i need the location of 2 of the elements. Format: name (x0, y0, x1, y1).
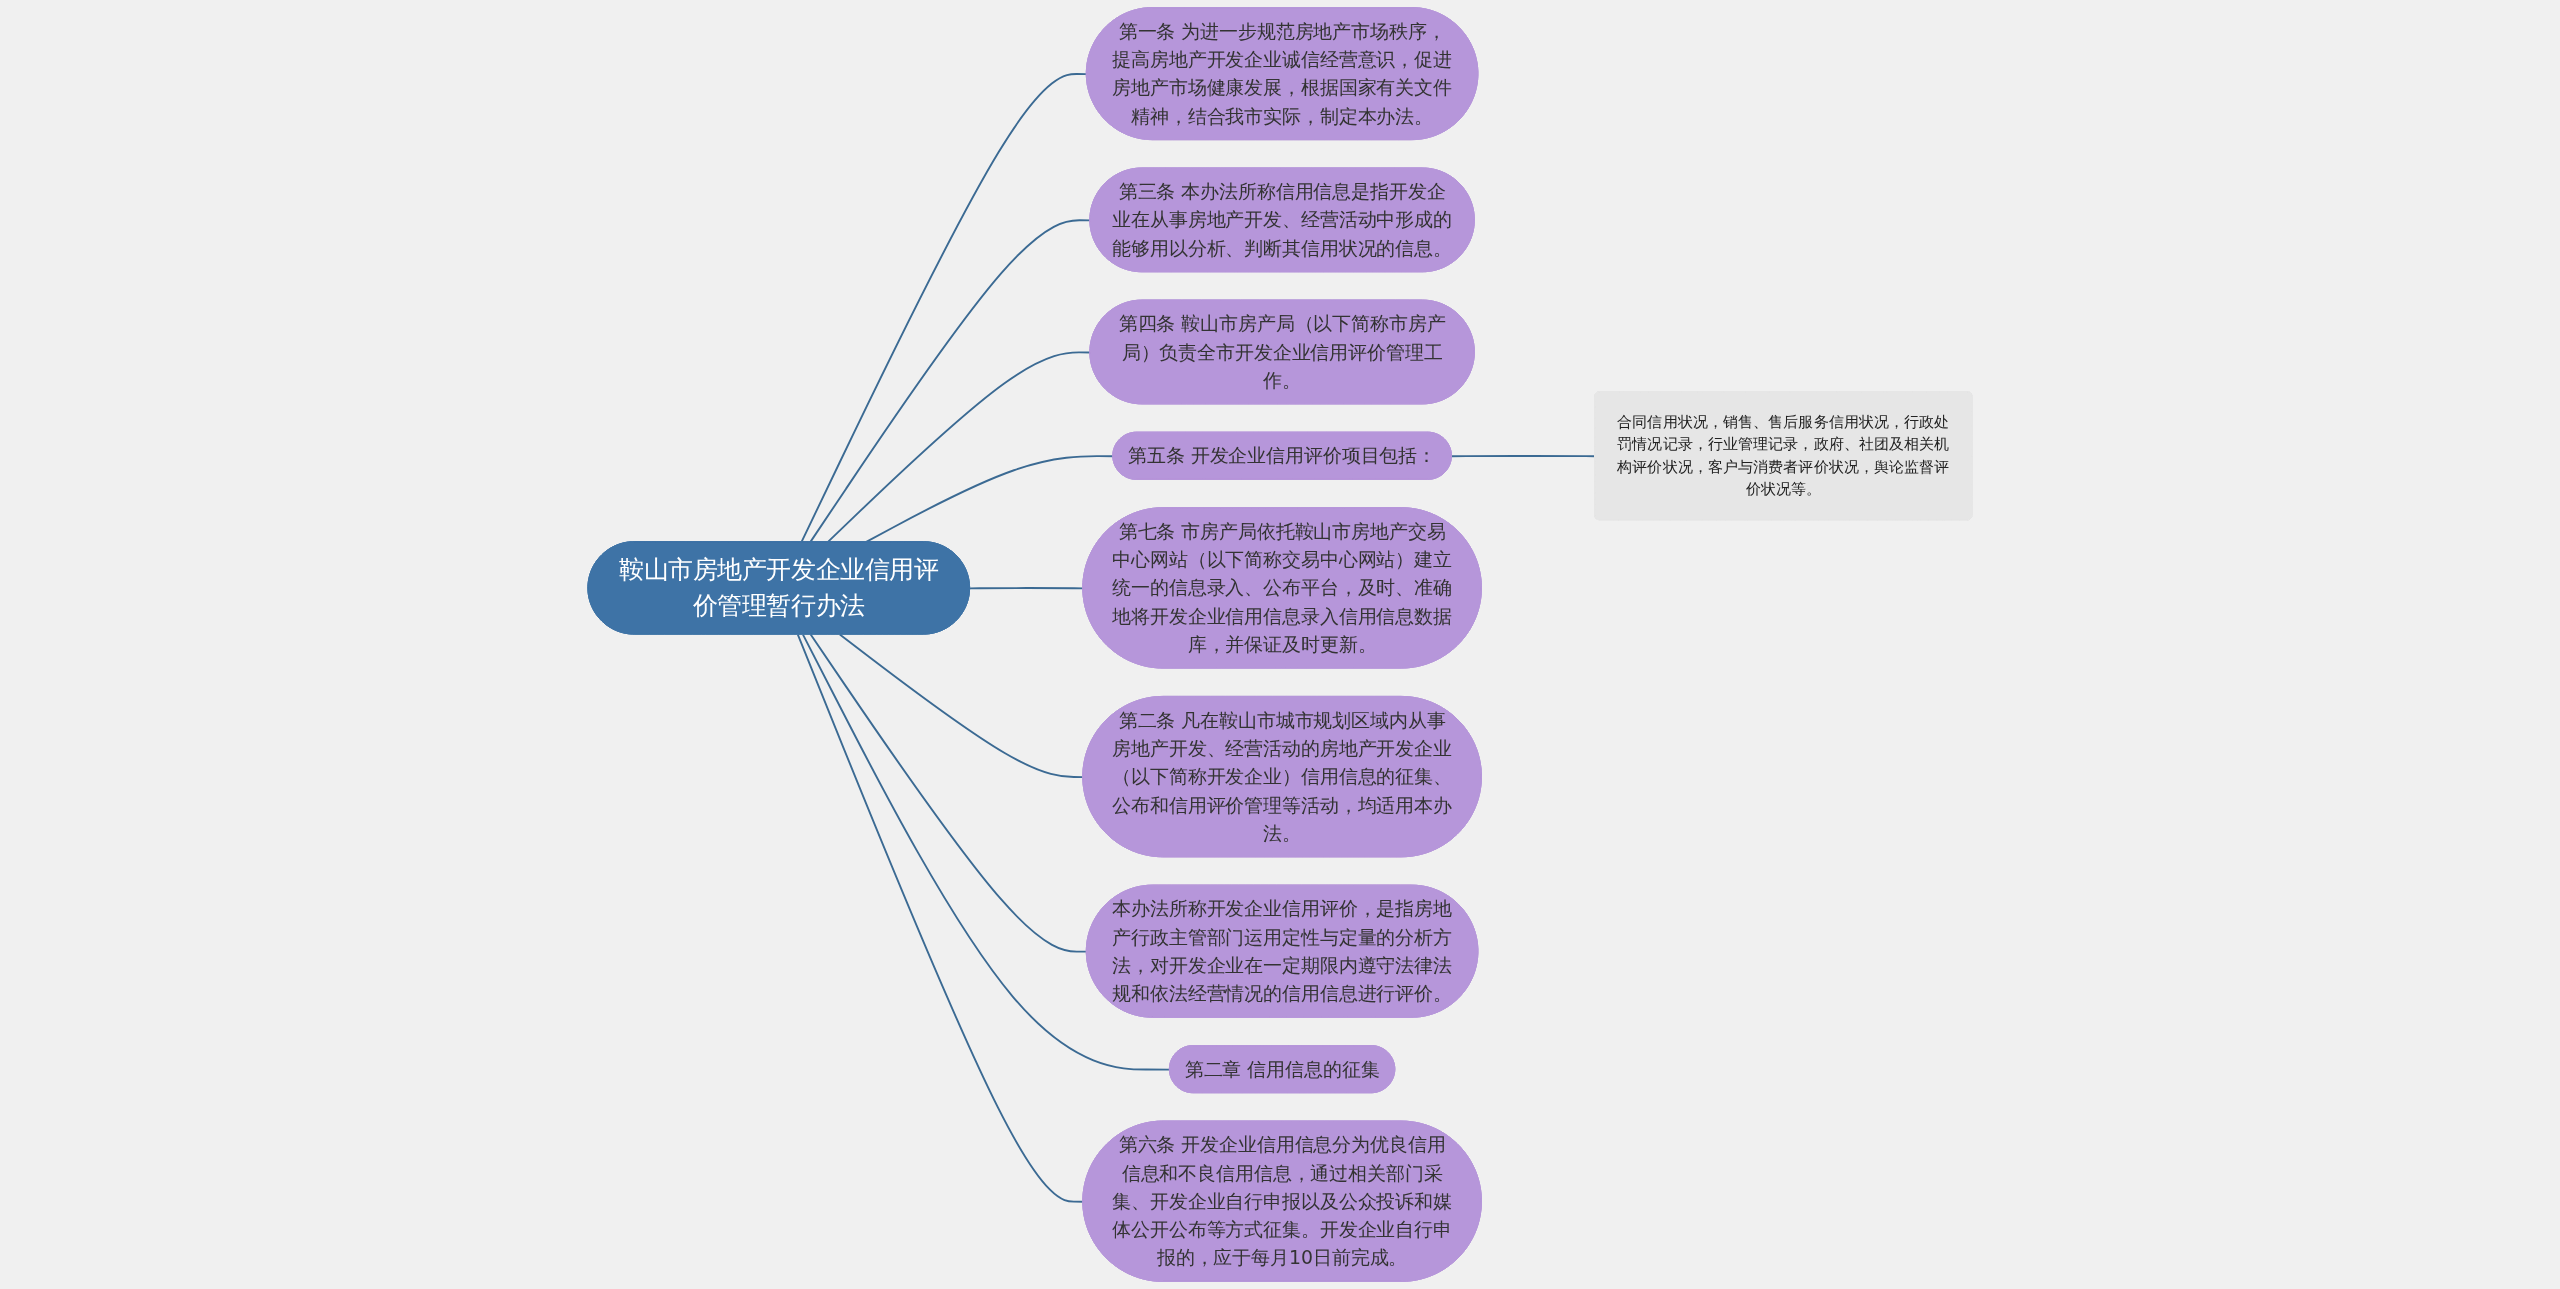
connector (809, 633, 1088, 953)
connector (802, 633, 1171, 1071)
